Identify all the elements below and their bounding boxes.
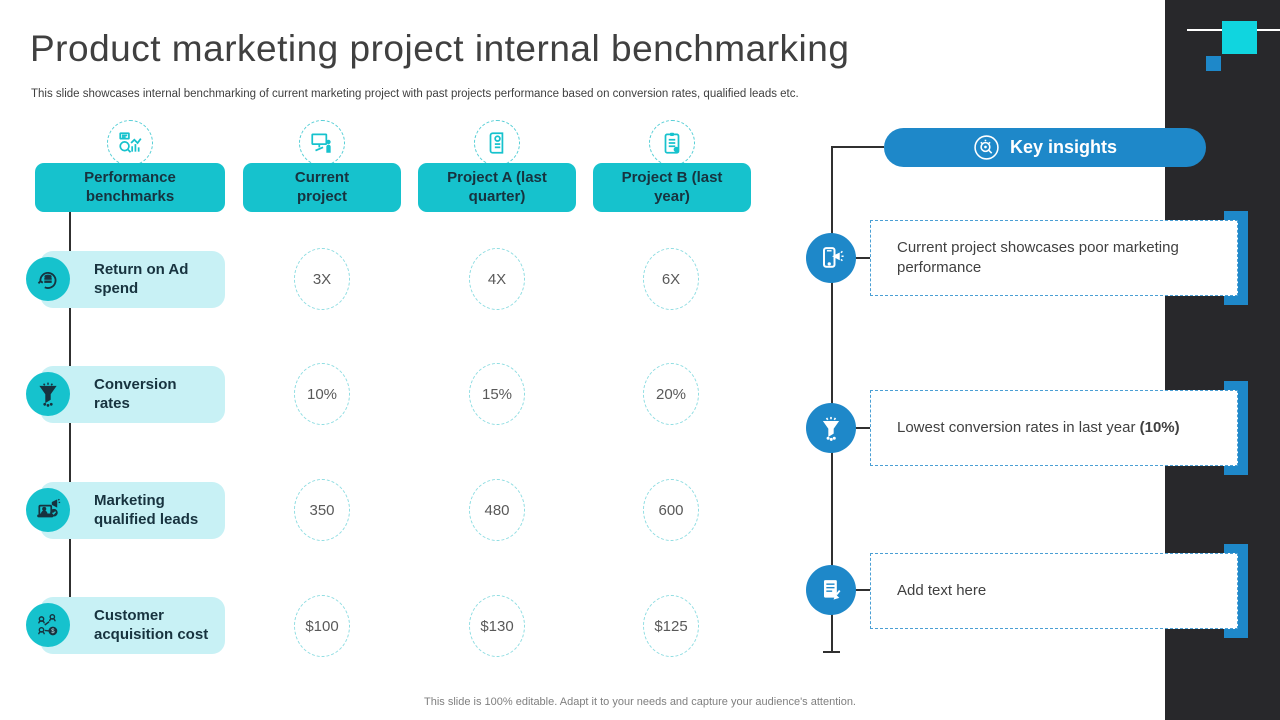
- insight-connector: [831, 146, 884, 148]
- funnel-icon: [26, 372, 70, 416]
- insight-text-bold: (10%): [1139, 418, 1180, 436]
- insight-text: Current project showcases poor marketing…: [897, 238, 1179, 276]
- row-label-conversion-rates: Conversion rates: [40, 366, 225, 423]
- key-insights-header: Key insights: [884, 128, 1206, 167]
- insight-connector: [855, 257, 871, 259]
- insight-text: Lowest conversion rates in last year: [897, 418, 1140, 436]
- insight-connector: [855, 589, 871, 591]
- value-text: 350: [309, 501, 335, 519]
- value-text: 480: [484, 501, 510, 519]
- clipboard-icon: [649, 120, 695, 166]
- value-cac-current: $100: [294, 595, 350, 657]
- value-cac-project-a: $130: [469, 595, 525, 657]
- row-label-return-on-ad-spend: Return on Ad spend: [40, 251, 225, 308]
- key-insights-title: Key insights: [1009, 137, 1118, 157]
- insight-connector: [855, 427, 871, 429]
- phone-megaphone-icon: [806, 233, 856, 283]
- chart-magnifier-icon: [107, 120, 153, 166]
- coins-refresh-icon: [26, 257, 70, 301]
- row-label-text: Customer acquisition cost: [94, 607, 209, 643]
- value-roas-current: 3X: [294, 248, 350, 310]
- insight-connector-endcap: [823, 651, 840, 653]
- page-title: Product marketing project internal bench…: [30, 28, 850, 69]
- insight-box-1: Current project showcases poor marketing…: [870, 220, 1238, 296]
- value-text: $100: [305, 617, 339, 635]
- page-subtitle: This slide showcases internal benchmarki…: [31, 88, 799, 100]
- scroll-document-icon: [474, 120, 520, 166]
- footer-note: This slide is 100% editable. Adapt it to…: [424, 696, 856, 708]
- row-label-marketing-qualified-leads: Marketing qualified leads: [40, 482, 225, 539]
- value-text: 3X: [312, 270, 332, 288]
- value-text: 20%: [655, 385, 687, 403]
- decor-square-cyan: [1222, 21, 1257, 54]
- laptop-megaphone-icon: [26, 488, 70, 532]
- value-text: $130: [480, 617, 514, 635]
- value-text: 15%: [481, 385, 513, 403]
- column-header-benchmarks: Performance benchmarks: [35, 163, 225, 212]
- row-label-text: Marketing qualified leads: [94, 492, 199, 528]
- value-text: 4X: [487, 270, 507, 288]
- column-header-label: Performance benchmarks: [84, 168, 176, 205]
- value-text: 6X: [661, 270, 681, 288]
- funnel-spark-icon: [806, 403, 856, 453]
- value-mql-project-a: 480: [469, 479, 525, 541]
- value-mql-current: 350: [294, 479, 350, 541]
- column-header-label: Project B (last year): [621, 168, 723, 205]
- row-label-text: Return on Ad spend: [94, 261, 189, 297]
- row-label-text: Conversion rates: [94, 376, 177, 412]
- presentation-icon: [299, 120, 345, 166]
- magnifier-bulb-icon: [973, 134, 1000, 161]
- value-text: 600: [658, 501, 684, 519]
- column-header-current-project: Current project: [243, 163, 401, 212]
- value-cac-project-b: $125: [643, 595, 699, 657]
- value-mql-project-b: 600: [643, 479, 699, 541]
- column-header-label: Project A (last quarter): [447, 168, 547, 205]
- insight-box-2: Lowest conversion rates in last year (10…: [870, 390, 1238, 466]
- insight-placeholder-text: Add text here: [897, 581, 987, 599]
- value-conversion-project-a: 15%: [469, 363, 525, 425]
- insight-box-3[interactable]: Add text here: [870, 553, 1238, 629]
- svg-text:$: $: [51, 629, 55, 635]
- document-pencil-icon: [806, 565, 856, 615]
- insight-connector-line: [831, 146, 833, 652]
- value-conversion-project-b: 20%: [643, 363, 699, 425]
- column-header-project-a: Project A (last quarter): [418, 163, 576, 212]
- column-header-project-b: Project B (last year): [593, 163, 751, 212]
- value-roas-project-a: 4X: [469, 248, 525, 310]
- value-text: $125: [654, 617, 688, 635]
- people-network-icon: $: [26, 603, 70, 647]
- decor-square-blue: [1206, 56, 1221, 71]
- value-roas-project-b: 6X: [643, 248, 699, 310]
- row-label-customer-acquisition-cost: Customer acquisition cost: [40, 597, 225, 654]
- value-conversion-current: 10%: [294, 363, 350, 425]
- column-header-label: Current project: [294, 168, 350, 205]
- value-text: 10%: [306, 385, 338, 403]
